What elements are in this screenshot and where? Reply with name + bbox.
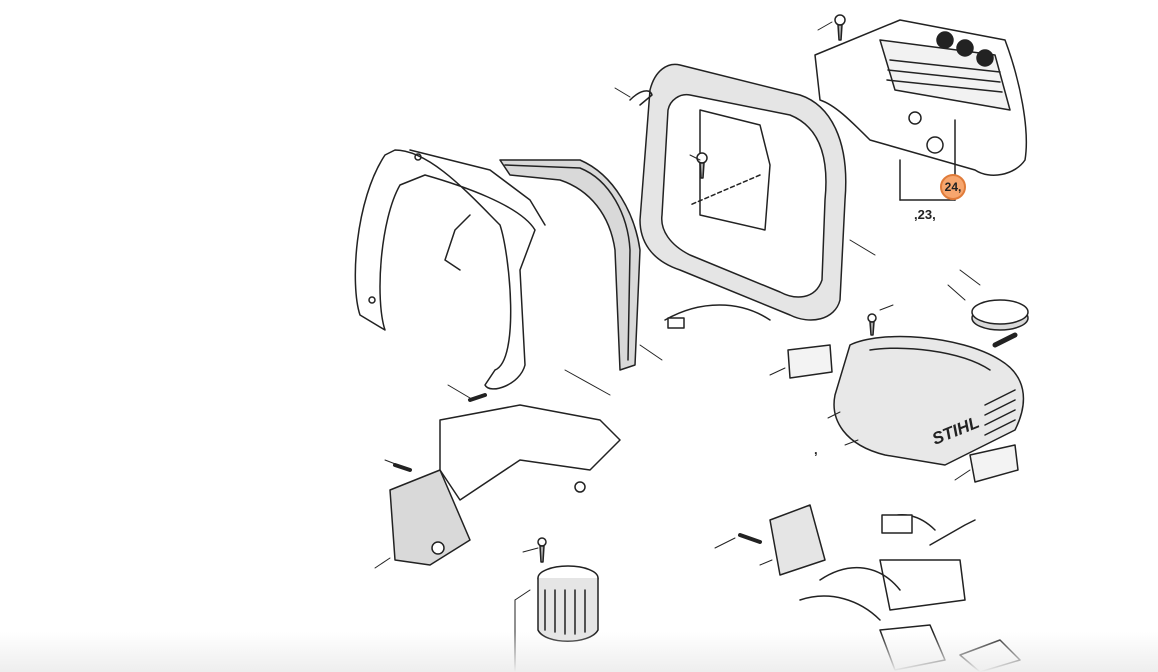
motor: [537, 565, 599, 642]
foam-pad-1: [787, 344, 833, 379]
front-handle: [354, 149, 546, 390]
label-23: ,23,: [914, 207, 936, 222]
handle-gasket: [499, 159, 641, 371]
top-cover: [814, 19, 1028, 201]
screw-5: [468, 393, 487, 402]
screw-6: [738, 533, 762, 544]
pin-part: [992, 332, 1018, 348]
screw-4: [393, 463, 412, 472]
screw-3: [867, 313, 877, 336]
screw-1: [834, 14, 846, 41]
screw-7: [537, 537, 547, 563]
lower-chassis: [389, 404, 621, 566]
bottom-fade: [0, 632, 1158, 672]
housing-frame: [639, 63, 847, 329]
callout-24[interactable]: 24,: [940, 174, 966, 200]
clip: [629, 90, 653, 106]
foam-pad-2: [969, 444, 1019, 483]
label-comma: ,: [814, 442, 818, 457]
ring-seal: [971, 299, 1029, 331]
motor-cover: [833, 335, 1025, 466]
